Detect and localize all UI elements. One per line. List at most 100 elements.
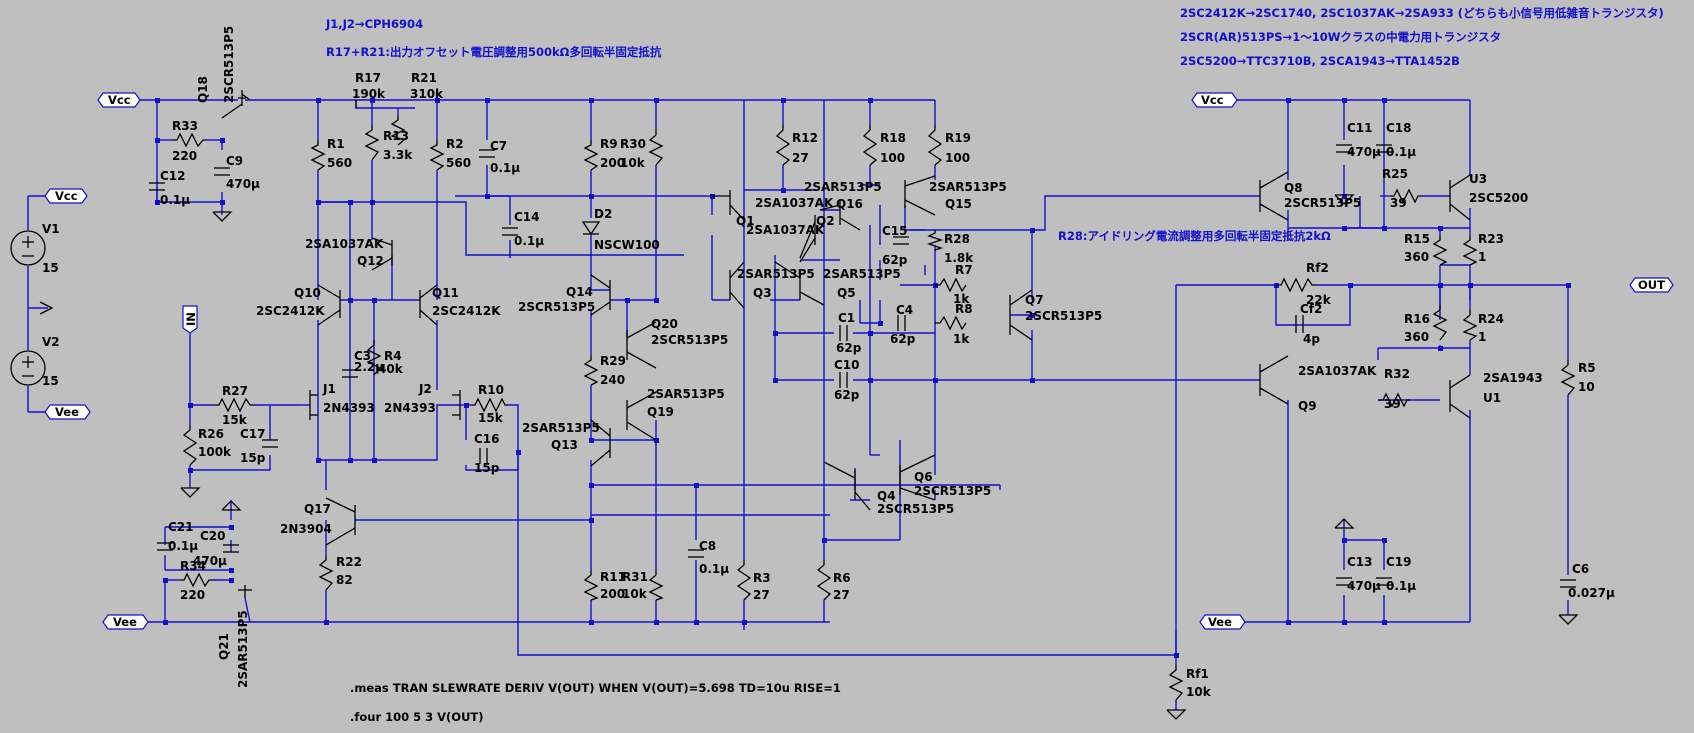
r22-resistor [318,555,334,591]
r19-resistor [927,125,943,166]
u1-transistor [1449,374,1471,419]
label-c9: C9 [226,154,243,168]
r30-resistor [648,130,664,166]
label-r34v: 220 [180,588,205,602]
label-j1p: 2N4393 [323,401,375,415]
label-q5p: 2SAR513P5 [823,267,901,281]
r3-resistor [736,560,752,601]
note-jfet: J1,J2→CPH6904 [325,17,423,31]
label-d2: D2 [594,207,612,221]
label-c17: C17 [240,427,266,441]
r9-resistor [583,140,599,171]
r8-resistor [935,315,967,331]
label-r2: R2 [446,137,464,151]
ground-symbol [39,301,54,315]
q5-transistor [774,261,825,306]
components [10,90,1579,720]
c15-capacitor [893,236,909,245]
q6-transistor [899,454,936,501]
c16-capacitor [479,448,488,464]
label-q4: Q4 [877,489,896,503]
ports: Vcc Vcc Vee Vee IN Vcc Vee OUT [44,92,1674,630]
c11-capacitor [1336,144,1352,153]
q17-transistor [325,497,356,546]
vcc-port-right: Vcc [1201,93,1224,107]
label-r28: R28 [944,232,970,246]
label-r30v: 10k [620,156,646,170]
label-r10: R10 [478,383,504,397]
label-r4v: 40k [378,362,404,376]
label-c14: C14 [514,210,540,224]
r13-resistor [364,125,380,161]
label-q16p: 2SAR513P5 [804,180,882,194]
label-r16: R16 [1404,312,1430,326]
label-r30: R30 [620,137,646,151]
c19-capacitor [1376,577,1392,586]
r4-resistor [366,340,382,376]
label-q14: Q14 [566,285,593,299]
r7-resistor [935,277,967,293]
label-r31v: 10k [622,587,648,601]
r6-resistor [816,560,832,601]
label-cf2: Cf2 [1300,302,1322,316]
label-c1: C1 [838,311,855,325]
label-c12: C12 [160,169,186,183]
note-midpower: 2SCR(AR)513PS→1～10Wクラスの中電力用トランジスタ [1180,30,1501,44]
label-c7v: 0.1μ [490,161,520,175]
c1-capacitor [839,325,848,341]
label-r32: R32 [1384,367,1410,381]
c4-capacitor [897,315,906,331]
label-rf2: Rf2 [1306,261,1329,275]
label-r22v: 82 [336,573,353,587]
q21-transistor [238,585,252,598]
label-c16: C16 [474,432,500,446]
label-r10v: 15k [478,411,504,425]
label-c13v: 470μ [1347,579,1381,593]
label-j1: J1 [322,382,336,396]
vcc-port-v1: Vcc [55,189,78,203]
label-c8: C8 [699,539,716,553]
label-r25: R25 [1382,167,1408,181]
label-r16v: 360 [1404,330,1429,344]
label-q6p: 2SCR513P5 [914,484,991,498]
label-r18v: 100 [880,151,905,165]
label-c10v: 62p [834,388,860,402]
c13-capacitor [1336,577,1352,586]
label-r1: R1 [327,137,345,151]
r29-resistor [583,355,599,386]
label-r31: R31 [622,570,648,584]
label-r3: R3 [753,571,771,585]
r11-resistor [583,570,599,601]
vee-port-right: Vee [1208,615,1232,629]
label-r15: R15 [1404,232,1430,246]
label-q18p: 2SCR513P5 [222,26,236,103]
r12-resistor [775,125,791,166]
label-r7: R7 [955,263,973,277]
ground-symbol [180,487,201,498]
label-c15: C15 [882,224,908,238]
label-r21v: 310k [410,87,444,101]
label-q1p: 2SA1037AK [755,196,834,210]
label-r32v: 39 [1384,397,1401,411]
label-c14v: 0.1μ [514,234,544,248]
label-q1p2: 2SA1037AK [746,223,825,237]
r25-resistor [1390,188,1420,204]
notes: J1,J2→CPH6904 R17+R21:出力オフセット電圧調整用500kΩ多… [325,6,1664,724]
j2-jfet [452,390,461,420]
q9-transistor [1259,355,1289,405]
c10-capacitor [839,372,848,388]
note-smallsignal: 2SC2412K→2SC1740, 2SC1037AK→2SA933 (どちらも… [1180,6,1664,20]
label-c19: C19 [1386,555,1412,569]
ground-symbol [221,500,242,511]
label-rf1v: 10k [1186,685,1212,699]
c7-capacitor [479,149,495,158]
label-v2v: 15 [42,374,59,388]
label-c11: C11 [1347,121,1373,135]
r21-resistor [390,115,406,146]
q4-transistor [823,461,871,511]
label-r5v: 10 [1578,380,1595,394]
r28-resistor [926,230,944,251]
junction-dots [155,98,1571,658]
label-c3: C3 [354,349,371,363]
